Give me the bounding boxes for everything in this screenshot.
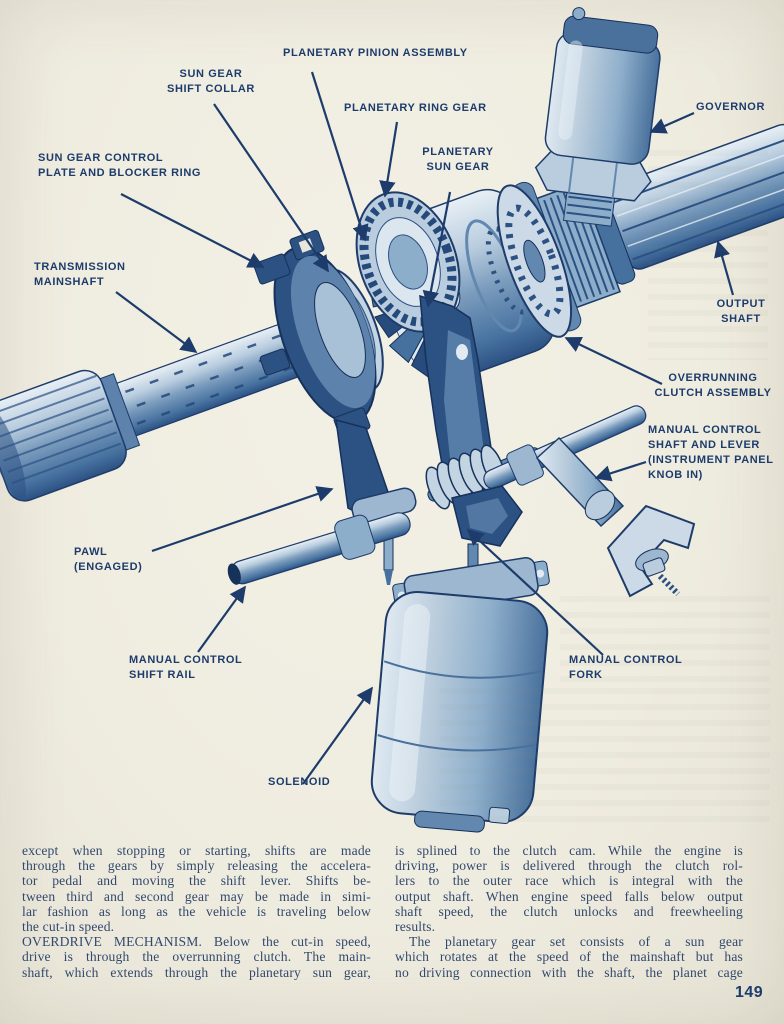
label-sun-gear-control-plate: SUN GEAR CONTROL PLATE AND BLOCKER RING xyxy=(38,152,202,179)
body-text: except when stopping or starting, shifts… xyxy=(0,843,784,993)
label-overrunning-clutch-assembly: OVERRUNNING CLUTCH ASSEMBLY xyxy=(654,372,772,399)
lever-clevis-part xyxy=(535,436,696,598)
label-planetary-sun-gear: PLANETARY SUN GEAR xyxy=(422,146,494,173)
label-manual-control-shaft-and-lever: MANUAL CONTROL SHAFT AND LEVER (INSTRUME… xyxy=(648,424,774,481)
text-line: shaft, which extends through the planeta… xyxy=(22,964,371,980)
text-column-left: except when stopping or starting, shifts… xyxy=(22,843,371,980)
text-line: shaft speed, the clutch unlocks and free… xyxy=(395,903,743,919)
text-line: no driving connection with the shaft, th… xyxy=(395,964,743,980)
arrow-to-governor xyxy=(649,111,695,134)
arrow-to-solenoid xyxy=(302,686,373,785)
solenoid-part xyxy=(370,557,550,833)
text-line: results. xyxy=(395,918,436,934)
text-line: is splined to the clutch cam. While the … xyxy=(395,843,743,858)
pawl-pin-tip xyxy=(384,570,393,585)
callout-arrows xyxy=(115,71,735,785)
text-column-right: is splined to the clutch cam. While the … xyxy=(395,843,743,980)
text-line: the cut-in speed. xyxy=(22,918,115,934)
stud-threads xyxy=(657,573,681,597)
arrow-to-manual-control-fork xyxy=(466,528,604,656)
label-sun-gear-shift-collar: SUN GEAR SHIFT COLLAR xyxy=(167,68,255,95)
label-pawl-engaged: PAWL (ENGAGED) xyxy=(74,546,143,573)
text-line: The planetary gear set consists of a sun… xyxy=(409,934,743,950)
text-line: drive is through the overrunning clutch.… xyxy=(22,949,371,965)
arrow-to-pawl xyxy=(151,486,334,553)
label-manual-control-fork: MANUAL CONTROL FORK xyxy=(569,654,683,681)
arrow-to-planetary-ring-gear xyxy=(379,121,399,198)
arrow-to-shift-collar xyxy=(213,103,329,273)
spline-cone xyxy=(0,369,127,502)
text-line: output shaft. When engine speed falls be… xyxy=(395,888,743,904)
label-governor: GOVERNOR xyxy=(696,101,766,113)
text-line: lar fashion as long as the vehicle is tr… xyxy=(22,903,371,919)
label-solenoid: SOLENOID xyxy=(268,776,331,788)
text-line: which rotates at the speed of the mainsh… xyxy=(395,949,743,965)
overdrive-diagram: PLANETARY PINION ASSEMBLY SUN GEAR SHIFT… xyxy=(0,7,784,833)
text-line: lers to the outer race which is integral… xyxy=(395,873,743,889)
text-line: OVERDRIVE MECHANISM. Below the cut-in sp… xyxy=(22,934,371,950)
text-line: tween third and second gear may be made … xyxy=(22,888,371,904)
transmission-mainshaft-part xyxy=(95,310,334,453)
label-output-shaft: OUTPUT SHAFT xyxy=(716,298,766,325)
control-plate-part xyxy=(253,229,377,439)
arrow-to-overrunning-clutch xyxy=(564,336,663,385)
text-line: through the gears by simply releasing th… xyxy=(22,858,371,874)
shift-rail-part xyxy=(227,512,411,585)
arrow-to-planetary-sun-gear xyxy=(422,191,452,308)
text-line: tor pedal and moving the shift lever. Sh… xyxy=(22,873,371,889)
label-planetary-pinion-assembly: PLANETARY PINION ASSEMBLY xyxy=(283,47,468,59)
arrow-to-control-plate xyxy=(120,193,265,268)
text-line: except when stopping or starting, shifts… xyxy=(22,843,371,858)
page-number: 149 xyxy=(735,984,764,1001)
governor-part xyxy=(534,7,661,227)
arrow-to-output-shaft xyxy=(714,240,735,296)
arrow-to-transmission-mainshaft xyxy=(115,291,198,353)
arrow-to-shift-rail xyxy=(197,585,246,653)
overrunning-clutch-part xyxy=(496,184,573,338)
mechanism-illustration xyxy=(0,7,784,833)
text-line: driving, power is delivered through the … xyxy=(395,858,743,874)
arrow-to-manual-control-shaft xyxy=(594,460,647,482)
label-planetary-ring-gear: PLANETARY RING GEAR xyxy=(344,102,487,114)
label-transmission-mainshaft: TRANSMISSION MAINSHAFT xyxy=(34,261,126,288)
label-manual-control-shift-rail: MANUAL CONTROL SHIFT RAIL xyxy=(129,654,243,681)
arrow-to-planetary-pinion-assembly xyxy=(310,71,369,242)
